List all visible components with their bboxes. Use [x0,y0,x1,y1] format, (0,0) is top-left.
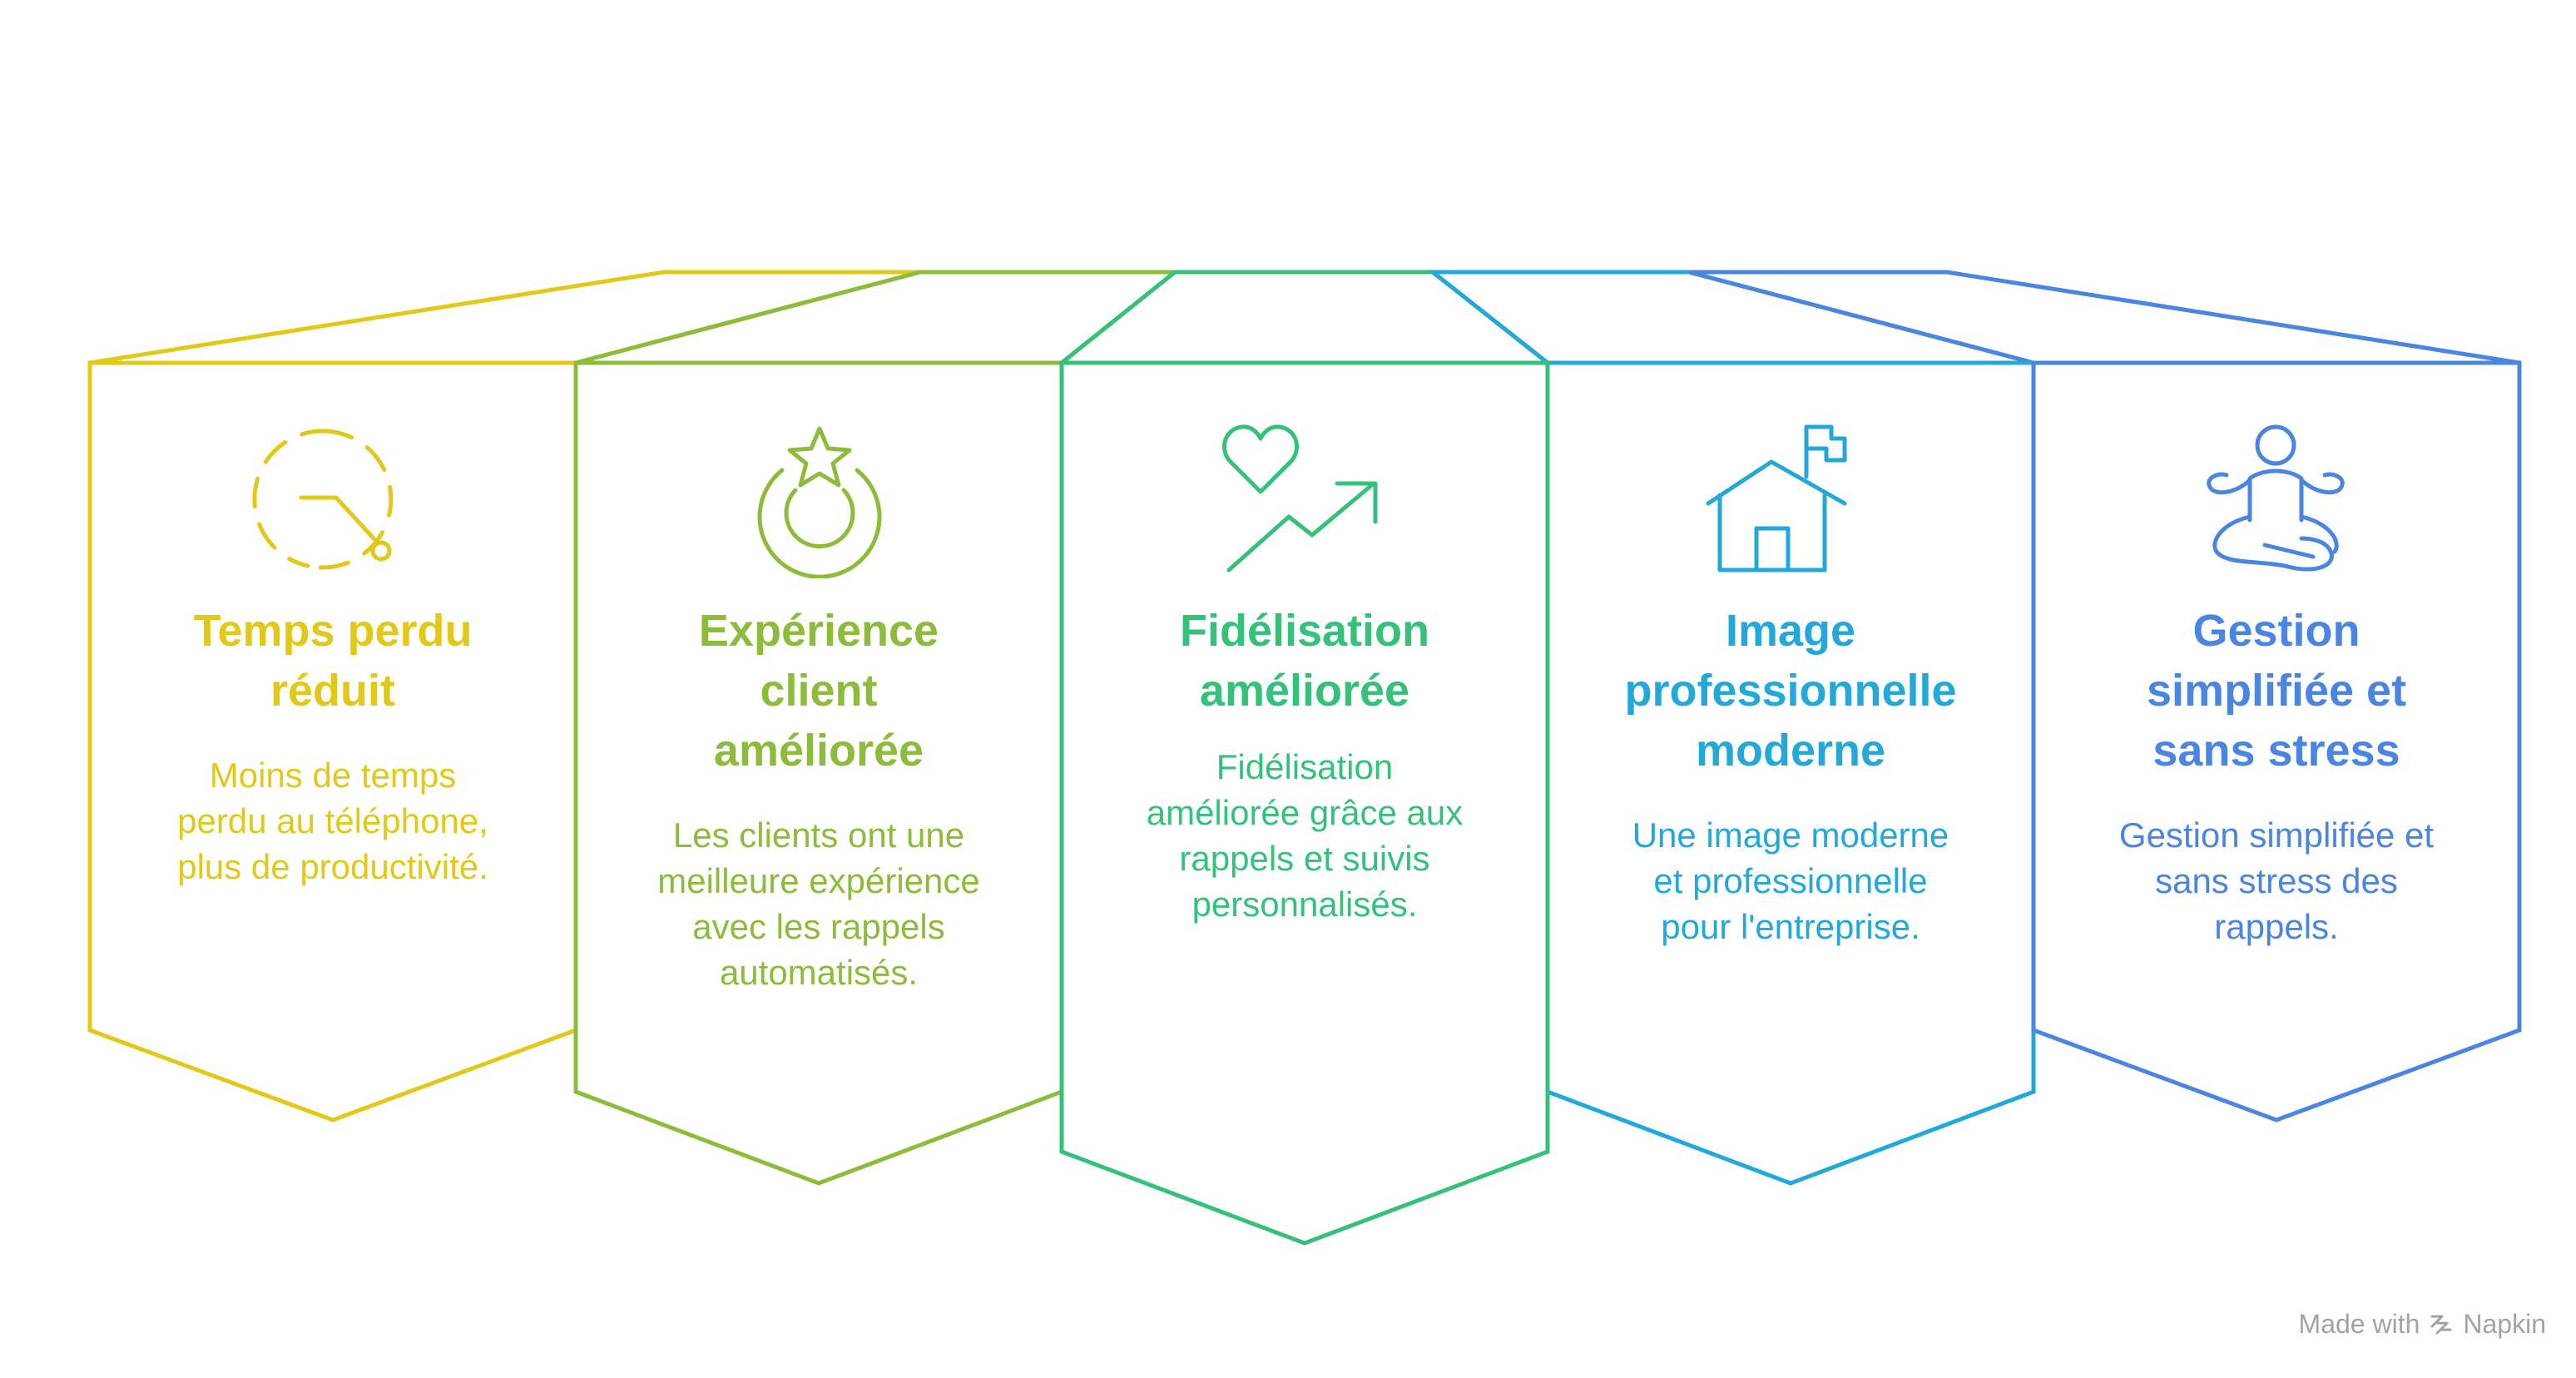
panel-5: Gestion simplifiée et sans stress Gestio… [2093,601,2460,949]
panel-shape-5 [2031,360,2522,1123]
roof-1 [89,270,921,365]
panel-description: Fidélisation améliorée grâce aux rappels… [1122,744,1488,927]
title-line: client [760,666,878,716]
desc-line: perdu au téléphone, [177,801,488,840]
title-line: moderne [1695,726,1886,776]
house-flag-icon [1706,424,1847,573]
clock-reduced-time-icon [252,429,394,570]
panel-description: Les clients ont une meilleure expérience… [636,812,1002,995]
desc-line: Moins de temps [209,756,457,795]
title-line: simplifiée et [2146,666,2407,716]
heart-trend-up-icon [1222,424,1378,573]
desc-line: rappels. [2214,907,2339,946]
desc-line: améliorée grâce aux [1146,793,1464,832]
desc-line: personnalisés. [1191,885,1418,924]
panel-shape-2 [573,360,1064,1186]
desc-line: Gestion simplifiée et [2118,815,2435,855]
panel-2: Expérience client améliorée Les clients … [636,601,1002,995]
title-line: Temps perdu [193,606,473,656]
napkin-brand: Napkin [2463,1309,2546,1339]
desc-line: plus de productivité. [177,847,488,886]
title-line: améliorée [713,726,924,776]
title-line: Fidélisation [1179,606,1430,656]
panel-shape-3 [1059,360,1550,1246]
panel-title: Expérience client améliorée [636,601,1002,781]
meditation-person-icon [2207,424,2345,572]
desc-line: Les clients ont une [672,815,965,855]
panel-title: Temps perdu réduit [150,601,516,721]
panel-3: Fidélisation améliorée Fidélisation amél… [1122,601,1488,927]
desc-line: Fidélisation [1216,747,1394,786]
desc-line: pour l'entreprise. [1661,907,1920,946]
panel-description: Une image moderne et professionnelle pou… [1608,812,1974,949]
desc-line: Une image moderne [1632,815,1949,855]
panel-title: Fidélisation améliorée [1122,601,1488,721]
desc-line: sans stress des [2155,861,2398,900]
panel-description: Moins de temps perdu au téléphone, plus … [150,752,516,890]
title-line: Expérience [698,606,939,656]
made-with-label: Made with [2298,1309,2420,1339]
roof-3 [1060,270,1549,364]
title-line: sans stress [2152,726,2400,776]
title-line: Image [1725,606,1856,656]
panel-shape-1 [87,360,578,1123]
title-line: améliorée [1199,666,1410,716]
panel-title: Gestion simplifiée et sans stress [2093,601,2460,781]
made-with-napkin[interactable]: Made with Napkin [2299,1309,2546,1340]
desc-line: meilleure expérience [657,861,980,900]
title-line: professionnelle [1624,666,1957,716]
panel-1: Temps perdu réduit Moins de temps perdu … [150,601,516,890]
desc-line: automatisés. [719,953,919,992]
desc-line: et professionnelle [1653,861,1928,900]
desc-line: rappels et suivis [1179,839,1430,878]
title-line: Gestion [2192,606,2361,656]
roof-5 [1688,270,2520,365]
panel-4: Image professionnelle moderne Une image … [1608,601,1974,949]
desc-line: avec les rappels [692,907,945,946]
roof-2 [575,270,1181,365]
star-badge-icon [757,426,882,578]
panel-description: Gestion simplifiée et sans stress des ra… [2093,812,2460,949]
napkin-logo-icon [2430,1315,2452,1334]
panel-title: Image professionnelle moderne [1608,601,1974,781]
title-line: réduit [270,666,395,716]
